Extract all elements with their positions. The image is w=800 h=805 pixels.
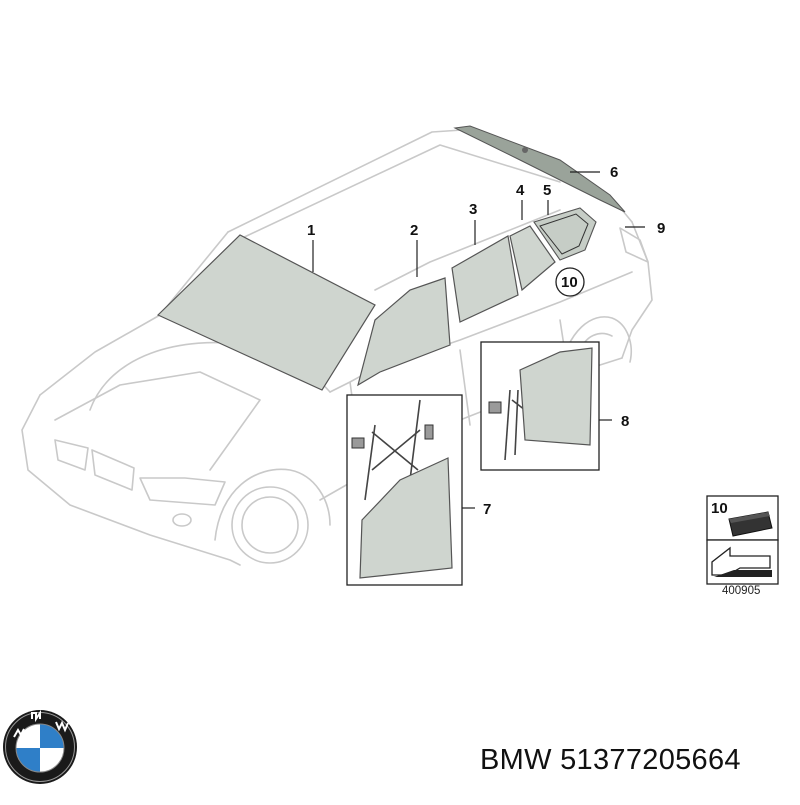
front-door-window — [357, 277, 451, 387]
rear-door-quarter-window — [509, 225, 556, 292]
leader-lines — [312, 171, 645, 509]
callout-9: 9 — [657, 220, 665, 237]
rear-door-window — [451, 235, 519, 323]
rear-regulator-box — [480, 341, 600, 471]
callout-6: 6 — [610, 164, 618, 181]
callout-4: 4 — [516, 182, 525, 199]
glass-panels — [156, 207, 597, 391]
callout-10: 10 — [561, 274, 578, 291]
legend-number: 10 — [711, 500, 728, 517]
bmw-logo — [3, 709, 77, 784]
callout-7: 7 — [483, 501, 491, 518]
callouts: 1 2 3 4 5 6 7 8 9 10 — [307, 164, 665, 518]
callout-10-circle — [555, 267, 585, 297]
callout-1: 1 — [307, 222, 315, 239]
diagram-code: 400905 — [722, 585, 761, 597]
legend-box: 10 — [706, 495, 779, 585]
front-regulator-box — [346, 394, 463, 586]
part-number: BMW 51377205664 — [480, 744, 741, 776]
windshield-glass — [156, 234, 376, 391]
callout-2: 2 — [410, 222, 418, 239]
callout-3: 3 — [469, 201, 477, 218]
callout-5: 5 — [543, 182, 551, 199]
side-quarter-glass — [533, 207, 597, 261]
callout-8: 8 — [621, 413, 629, 430]
